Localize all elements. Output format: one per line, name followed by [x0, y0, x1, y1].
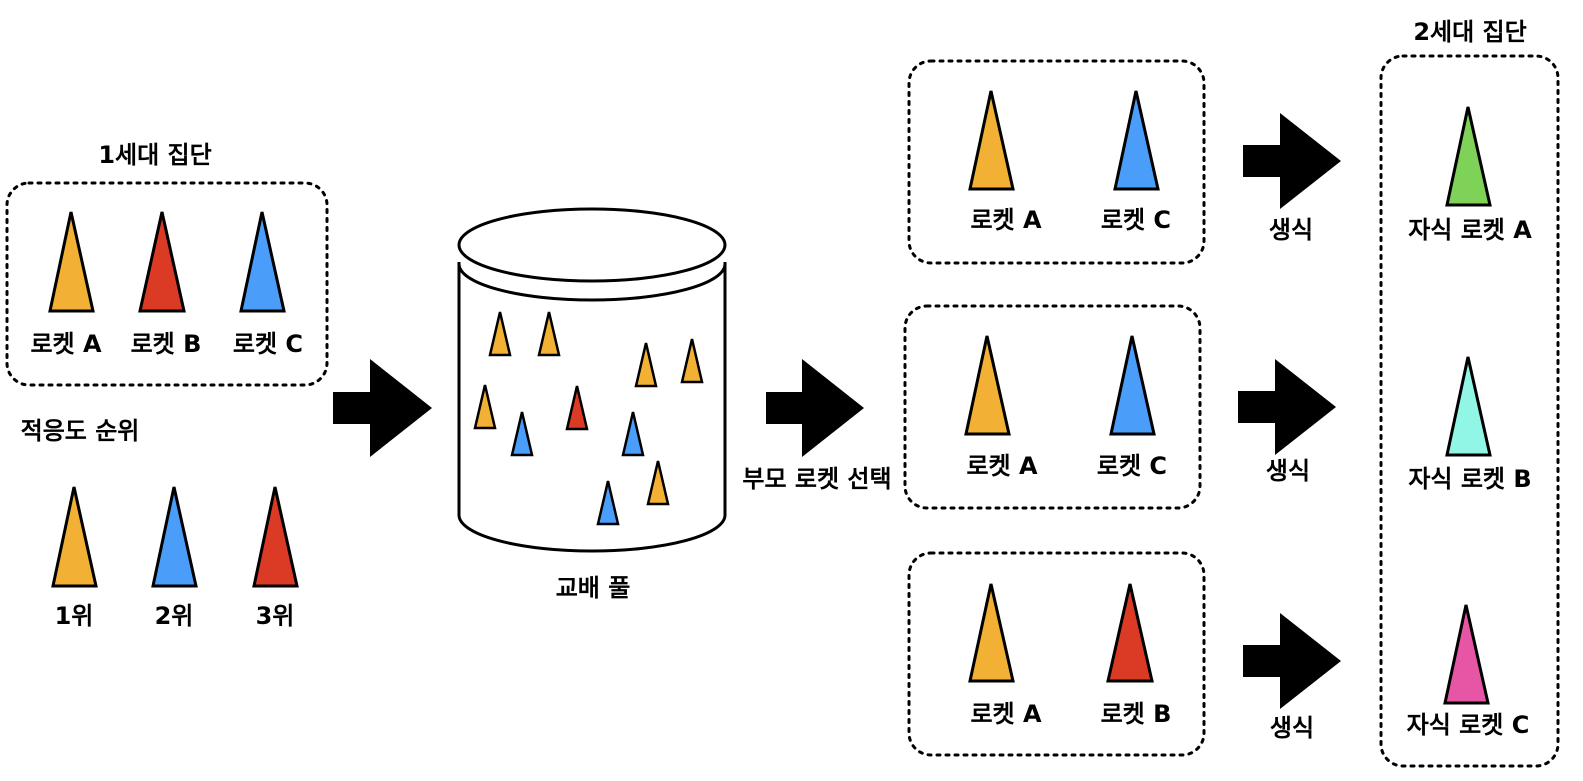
- pool-rocket: [596, 480, 620, 526]
- reproduce-label-1: 생식: [1269, 216, 1313, 244]
- rank3-label: 3위: [256, 602, 295, 630]
- rank3-rocket: [252, 486, 299, 588]
- pair2-rocket-a-label: 로켓 A: [966, 452, 1038, 480]
- child-rocket-a-label: 자식 로켓 A: [1408, 216, 1532, 244]
- pool-rocket: [621, 411, 645, 457]
- reproduce-label-2: 생식: [1266, 457, 1310, 485]
- child-rocket-b: [1445, 356, 1492, 457]
- reproduce-arrow-3-icon: [1243, 613, 1341, 709]
- child-rocket-b-label: 자식 로켓 B: [1408, 465, 1531, 493]
- pair1-rocket-c: [1113, 90, 1160, 191]
- pool-rocket: [488, 311, 512, 357]
- pair1-rocket-a-label: 로켓 A: [970, 206, 1042, 234]
- pair2-rocket-c: [1109, 335, 1156, 436]
- gen1-rocket-b-label: 로켓 B: [131, 330, 202, 358]
- gen1-rocket-a: [48, 211, 95, 313]
- reproduce-arrow-1-icon: [1243, 113, 1341, 209]
- child-rocket-c-label: 자식 로켓 C: [1407, 711, 1530, 739]
- pair2-rocket-c-label: 로켓 C: [1097, 452, 1167, 480]
- generation2-box: [1379, 54, 1560, 768]
- pool-rocket: [646, 460, 670, 506]
- pair1-rocket-c-label: 로켓 C: [1101, 206, 1171, 234]
- rank2-label: 2위: [155, 602, 194, 630]
- arrow-to-selection-icon: [766, 359, 864, 457]
- rank1-label: 1위: [55, 602, 94, 630]
- rank2-rocket: [151, 486, 198, 588]
- pool-rocket: [634, 342, 658, 388]
- generation1-box: [5, 181, 329, 387]
- reproduce-label-3: 생식: [1270, 714, 1314, 742]
- pair3-box: [907, 551, 1206, 757]
- arrow-to-pool-icon: [333, 359, 432, 457]
- gen1-rocket-c-label: 로켓 C: [233, 330, 303, 358]
- pool-rocket: [473, 384, 497, 430]
- gen1-rocket-c: [239, 211, 286, 313]
- generation2-title: 2세대 집단: [1413, 18, 1526, 46]
- pair3-rocket-a: [968, 583, 1015, 683]
- generation1-title: 1세대 집단: [98, 141, 211, 169]
- child-rocket-c: [1443, 604, 1490, 705]
- pool-rockets: [473, 311, 704, 526]
- child-rocket-a: [1445, 106, 1492, 207]
- pair1-rocket-a: [968, 90, 1015, 191]
- pair3-rocket-b-label: 로켓 B: [1101, 700, 1172, 728]
- pair3-rocket-a-label: 로켓 A: [970, 700, 1042, 728]
- pair2-rocket-a: [964, 335, 1011, 436]
- pool-rocket: [537, 311, 561, 357]
- pair3-rocket-b: [1106, 583, 1154, 683]
- gen1-rocket-b: [138, 211, 186, 313]
- pool-rocket: [510, 411, 534, 457]
- gen1-rocket-a-label: 로켓 A: [30, 330, 102, 358]
- pool-rocket: [680, 338, 704, 384]
- pair1-box: [907, 59, 1206, 265]
- selection-label: 부모 로켓 선택: [742, 465, 891, 493]
- rank1-rocket: [51, 486, 98, 588]
- pool-label: 교배 풀: [556, 574, 631, 602]
- reproduce-arrow-2-icon: [1238, 359, 1336, 455]
- pair2-box: [903, 304, 1202, 510]
- fitness-title: 적응도 순위: [21, 417, 140, 445]
- pool-rocket: [565, 385, 589, 431]
